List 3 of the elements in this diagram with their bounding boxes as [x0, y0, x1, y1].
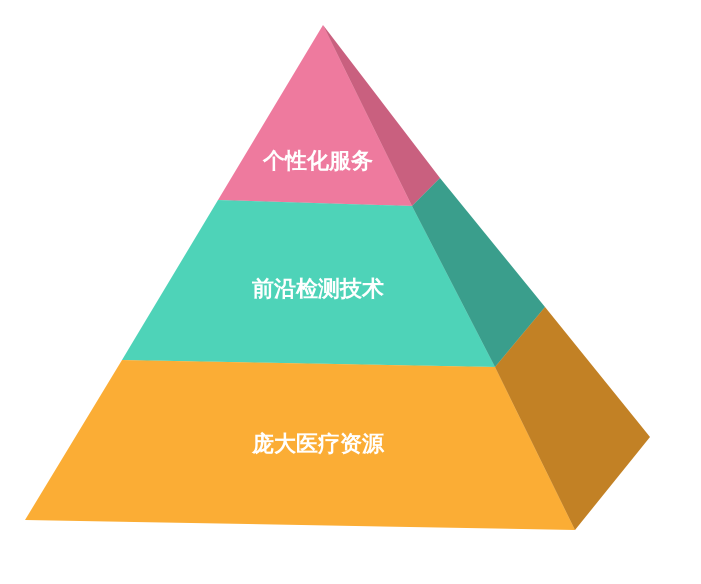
layer-label: 前沿检测技术	[252, 276, 384, 304]
layer-label: 庞大医疗资源	[252, 431, 384, 459]
layer-label: 个性化服务	[263, 148, 373, 176]
